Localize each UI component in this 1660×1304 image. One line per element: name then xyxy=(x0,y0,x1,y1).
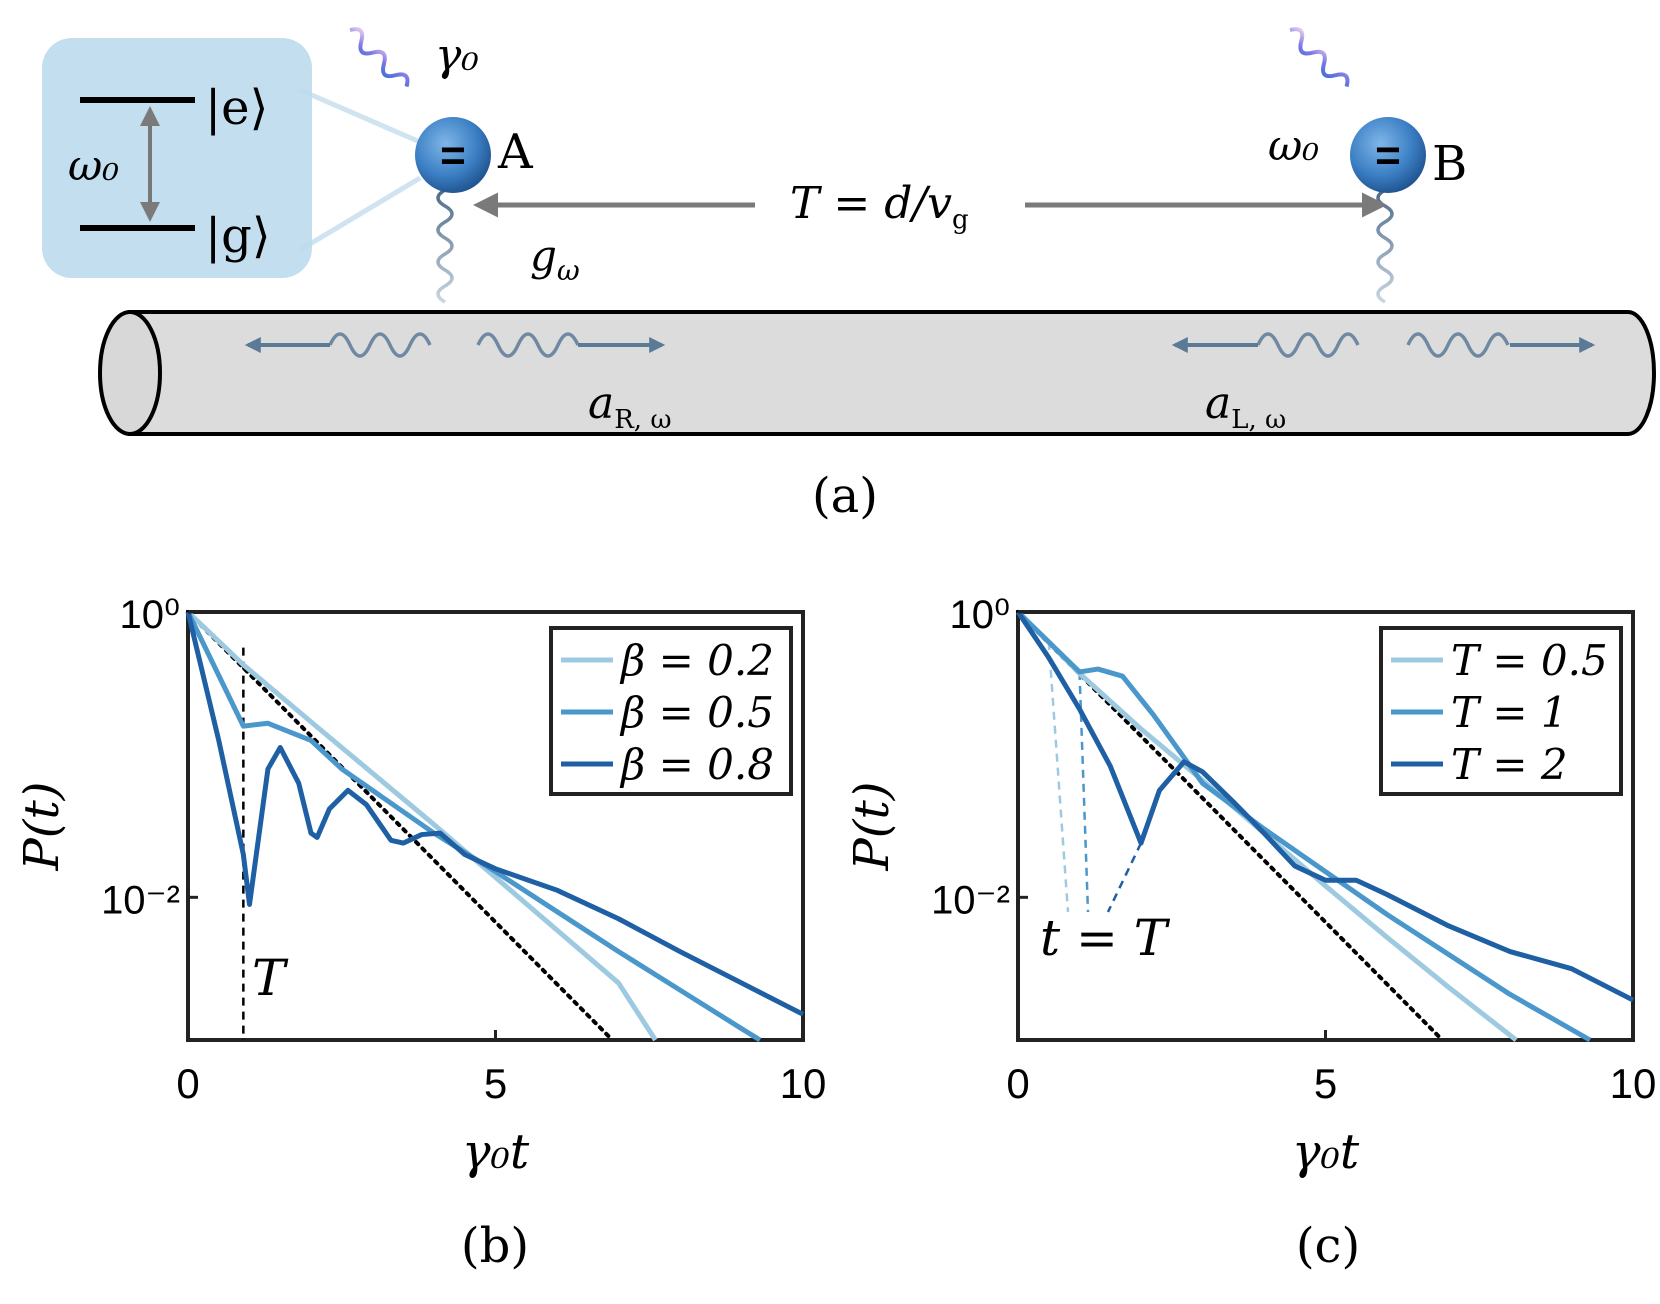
kink-guide-2 xyxy=(1078,671,1090,913)
energy-level-box: |e⟩ |g⟩ ω₀ xyxy=(42,38,422,278)
delay-label: T = d/vg xyxy=(790,178,969,235)
plot-b-legend: β = 0.2β = 0.5β = 0.8 xyxy=(549,626,793,796)
x-axis-label: γ₀t xyxy=(1292,1124,1360,1180)
legend-label-1: T = 0.5 xyxy=(1451,636,1608,685)
decay-wave-b xyxy=(1289,27,1350,88)
legend-label-3: β = 0.8 xyxy=(619,740,774,789)
atom-a-label: A xyxy=(497,124,534,180)
y-tick-label-1: 10⁻² xyxy=(101,878,180,922)
y-tick-label-0: 10⁰ xyxy=(949,593,1010,637)
photon-left-b xyxy=(1171,332,1360,358)
panel-c-plot: t = T T = 0.5T = 1T = 2 0 5 10 10⁰ 10⁻² γ₀t P(… xyxy=(844,593,1656,1274)
y-tick-label-1: 10⁻² xyxy=(931,878,1010,922)
legend-label-2: β = 0.5 xyxy=(619,688,774,737)
panel-b-caption: (b) xyxy=(461,1218,529,1274)
decay-rate-label: γ₀ xyxy=(435,30,479,81)
series-line-3 xyxy=(1015,610,1635,1003)
coupling-wave-a xyxy=(436,188,454,304)
atom-a: = xyxy=(415,117,491,193)
kink-guide-3 xyxy=(1106,842,1143,913)
panel-a-schematic: |e⟩ |g⟩ ω₀ γ₀ gω = A = B ω₀ xyxy=(42,27,1656,524)
delay-annotation: T xyxy=(252,949,289,1007)
x-tick-label-2: 10 xyxy=(1610,1060,1657,1107)
photon-right-b xyxy=(1406,332,1596,358)
y-axis-label: P(t) xyxy=(844,781,900,871)
series-line-2 xyxy=(1016,610,1592,1043)
series-line-1 xyxy=(186,610,658,1042)
excited-state-label: |e⟩ xyxy=(205,80,268,136)
left-mode-label: aL, ω xyxy=(1205,378,1286,435)
panel-c-caption: (c) xyxy=(1296,1218,1360,1274)
atom-b-label: B xyxy=(1432,136,1467,192)
y-tick-label-0: 10⁰ xyxy=(119,593,180,637)
x-tick-label-0: 0 xyxy=(176,1060,199,1107)
ground-state-label: |g⟩ xyxy=(205,208,271,264)
reference-decay-line xyxy=(186,610,615,1042)
x-axis-label: γ₀t xyxy=(462,1124,530,1180)
right-mode-label: aR, ω xyxy=(588,378,672,435)
atom-a-symbol: = xyxy=(440,131,466,180)
legend-label-2: T = 1 xyxy=(1451,688,1568,737)
coupling-wave-b xyxy=(1376,188,1394,304)
atom-b-frequency-label: ω₀ xyxy=(1268,121,1319,170)
atom-b-symbol: = xyxy=(1375,131,1401,180)
y-axis-label: P(t) xyxy=(14,781,70,871)
waveguide-end xyxy=(98,310,162,436)
photon-right-a xyxy=(476,332,666,358)
waveguide xyxy=(98,310,1656,436)
x-tick-label-1: 5 xyxy=(484,1060,507,1107)
legend-label-1: β = 0.2 xyxy=(619,636,774,685)
legend-label-3: T = 2 xyxy=(1451,740,1568,789)
plot-c-legend: T = 0.5T = 1T = 2 xyxy=(1379,626,1623,796)
panel-b-plot: T β = 0.2β = 0.5β = 0.8 0 5 10 10⁰ 10⁻² γ₀t P(… xyxy=(14,593,826,1274)
atom-b: = xyxy=(1350,117,1426,193)
series-line-3 xyxy=(185,611,805,1017)
kink-guide-1 xyxy=(1047,641,1070,913)
photon-left-a xyxy=(244,332,432,358)
x-tick-label-2: 10 xyxy=(780,1060,827,1107)
coupling-label: gω xyxy=(530,231,580,287)
decay-wave-a xyxy=(349,27,410,88)
t-equals-T-annotation: t = T xyxy=(1040,909,1171,967)
transition-frequency-label: ω₀ xyxy=(68,141,119,190)
x-tick-label-0: 0 xyxy=(1006,1060,1029,1107)
panel-a-caption: (a) xyxy=(812,468,878,524)
x-tick-label-1: 5 xyxy=(1314,1060,1337,1107)
